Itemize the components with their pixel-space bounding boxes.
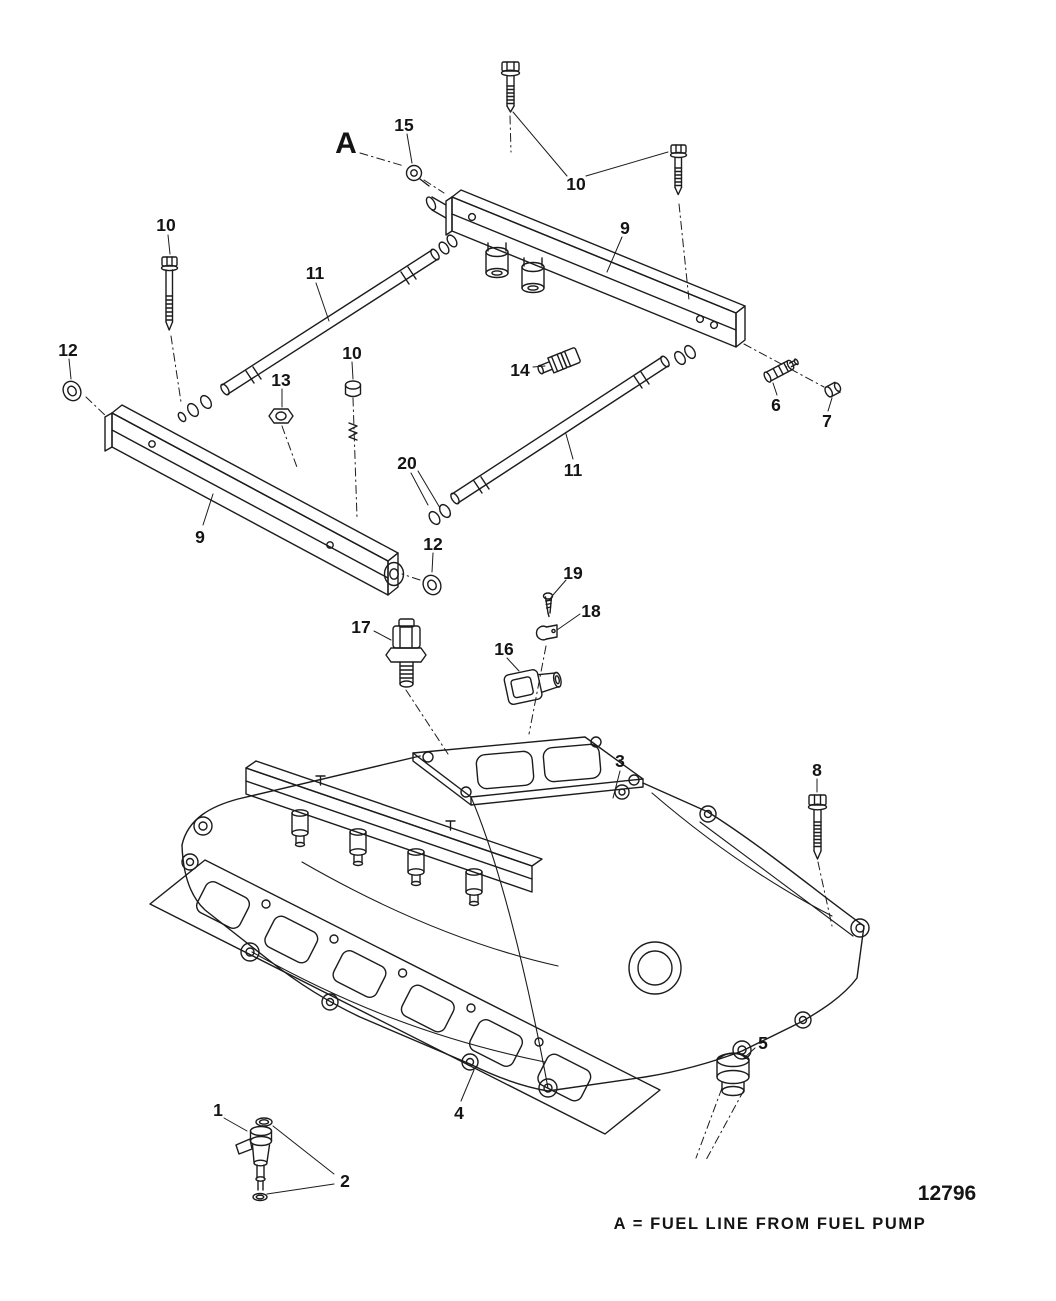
fuel-injector (235, 1117, 273, 1202)
mounted-fuel-rail (245, 760, 543, 907)
callout-9-upper: 9 (620, 218, 630, 238)
legend-note: A = FUEL LINE FROM FUEL PUMP (614, 1215, 927, 1233)
callout-1: 1 (213, 1100, 223, 1120)
manifold-bolt-right (807, 794, 828, 860)
washer-set-20 (428, 503, 452, 526)
callout-6: 6 (771, 395, 781, 415)
fuel-line-clip (405, 164, 430, 187)
nut-13 (268, 408, 294, 424)
mounting-bolt-upper-right (669, 144, 688, 196)
cap-and-spring-10 (344, 380, 362, 441)
section-letter-a: A (335, 127, 357, 160)
clamp-18 (535, 624, 558, 641)
callout-14: 14 (510, 360, 530, 380)
screw-19 (542, 592, 554, 618)
callout-5: 5 (758, 1033, 768, 1053)
crossover-tube-lower (450, 344, 697, 505)
diagram-line-art (62, 61, 870, 1202)
assembly-centerlines (85, 115, 833, 1161)
callout-8: 8 (812, 760, 822, 780)
pressure-sensor-14 (537, 347, 581, 375)
callout-20: 20 (397, 453, 417, 473)
callout-7: 7 (822, 411, 832, 431)
callout-3: 3 (615, 751, 625, 771)
callout-18: 18 (581, 601, 601, 621)
footer-text: 12796 A = FUEL LINE FROM FUEL PUMP (614, 1182, 977, 1233)
callout-11-lower: 11 (564, 460, 583, 480)
mounting-bolt-top (500, 61, 521, 113)
fuel-rail-lower (104, 404, 405, 596)
map-sensor-16 (503, 669, 562, 706)
temp-sensor-17 (385, 618, 427, 688)
callout-16: 16 (494, 639, 514, 659)
callout-9-lower: 9 (195, 527, 205, 547)
callout-4: 4 (454, 1103, 464, 1123)
callout-2: 2 (340, 1171, 350, 1191)
fitting-12-right (422, 574, 442, 596)
callout-10-middle: 10 (342, 343, 362, 363)
crossover-tube-upper (177, 248, 440, 423)
fuel-rail-upper (425, 189, 746, 348)
intake-manifold (181, 755, 870, 1098)
callout-12-left: 12 (58, 340, 78, 360)
callout-19: 19 (563, 563, 583, 583)
drain-plug-5 (716, 1052, 750, 1097)
callout-10-left: 10 (156, 215, 176, 235)
mounting-bolt-left (160, 256, 179, 331)
fuel-fitting-6 (763, 358, 799, 383)
callout-17: 17 (351, 617, 370, 637)
drawing-number: 12796 (918, 1182, 976, 1205)
leader-lines (68, 111, 833, 1195)
callout-13: 13 (271, 370, 291, 390)
callout-11-upper: 11 (306, 263, 325, 283)
fitting-12-left (62, 380, 82, 402)
callout-labels: A 15 10 9 10 11 12 13 10 14 6 7 11 20 9 … (58, 115, 832, 1191)
manifold-gasket (149, 859, 661, 1135)
plug-7 (824, 381, 842, 398)
callout-10-top: 10 (566, 174, 586, 194)
carb-mounting-pad (412, 736, 644, 806)
callout-12-right: 12 (423, 534, 443, 554)
callout-15: 15 (394, 115, 414, 135)
